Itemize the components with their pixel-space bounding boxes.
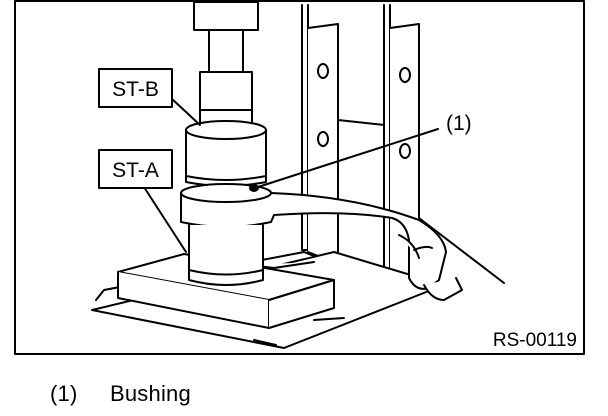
st-a-label: ST-A [112, 159, 159, 182]
knuckle-arm [180, 183, 463, 301]
figure-caption: (1) Bushing [50, 381, 191, 407]
press-diagram-figure: ST-B ST-A (1) RS-00119 [14, 0, 585, 355]
callout-1-label: (1) [446, 112, 472, 135]
st-a-tool [188, 224, 264, 286]
st-b-label-box [98, 68, 173, 108]
caption-number: (1) [50, 381, 78, 406]
figure-code: RS-00119 [493, 330, 577, 351]
st-a-label-box [98, 149, 173, 189]
leader-lines [141, 98, 505, 284]
press-ram [193, 1, 259, 129]
caption-text: Bushing [110, 381, 191, 406]
st-b-tool [185, 120, 267, 187]
st-b-label: ST-B [112, 78, 159, 101]
